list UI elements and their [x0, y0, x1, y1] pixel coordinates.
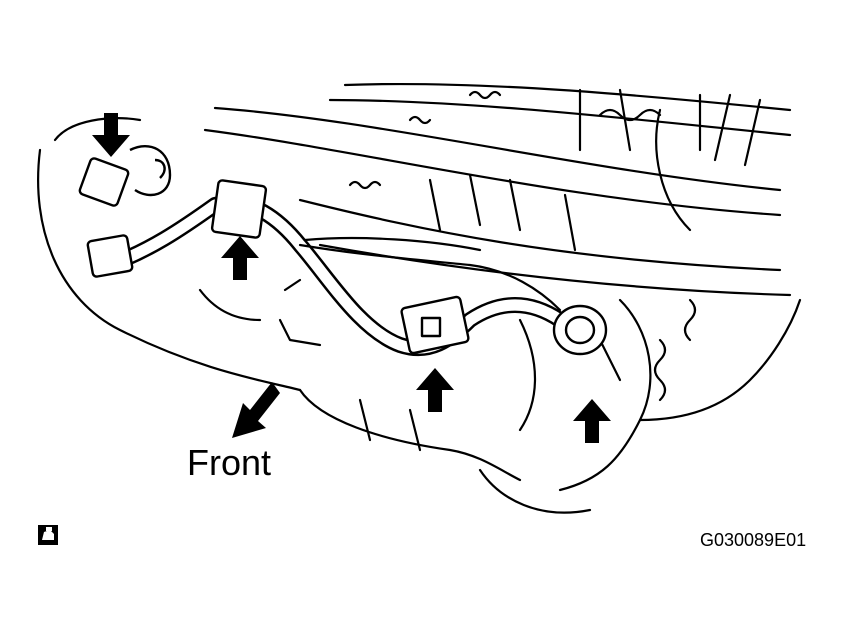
connector-center: [210, 179, 268, 239]
front-direction-arrow-icon: [232, 382, 280, 438]
down-arrow-icon: [92, 113, 130, 157]
thin-wire: [298, 243, 562, 312]
engine-page-icon: [38, 525, 58, 545]
up-arrow-icon: [573, 399, 611, 443]
connector-left: [86, 234, 134, 278]
frame-member-1: [203, 128, 782, 217]
engine-body-outline: [37, 148, 302, 392]
up-arrow-icon: [416, 368, 454, 412]
figure-id: G030089E01: [700, 530, 807, 550]
front-label: Front: [187, 442, 272, 483]
up-arrow-icon: [221, 236, 259, 280]
connector-upper-left: [78, 157, 130, 207]
